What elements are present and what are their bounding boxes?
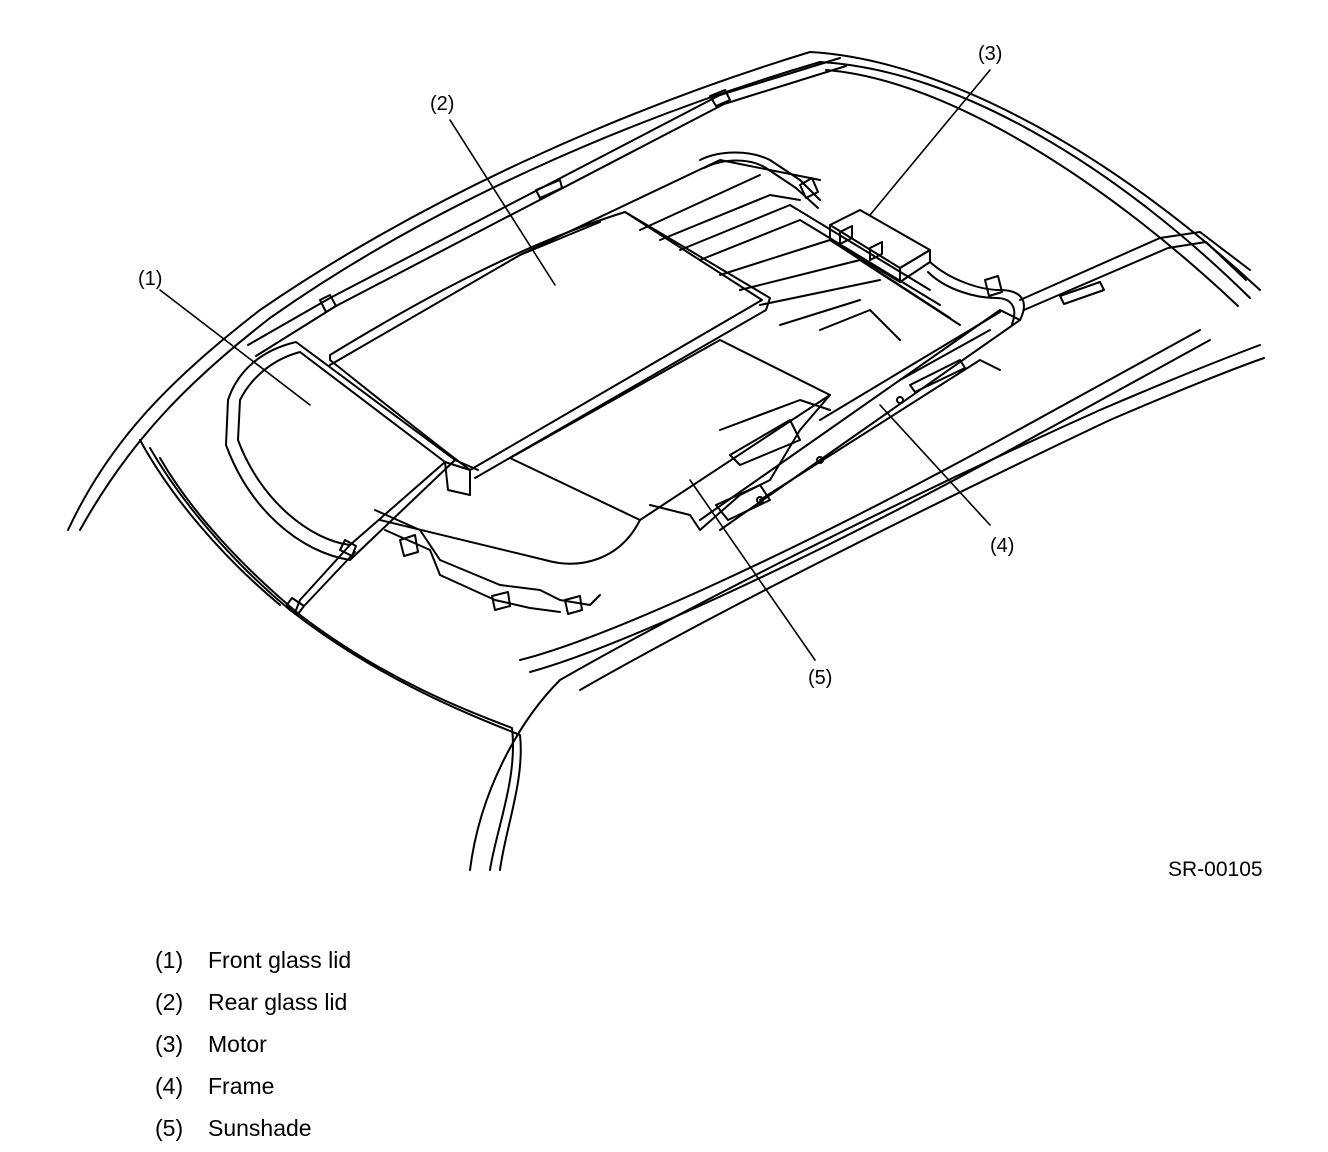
legend-label: Front glass lid <box>208 947 352 973</box>
callout-1: (1) <box>138 268 162 290</box>
sunshade <box>374 339 831 615</box>
legend-number: (5) <box>155 1115 184 1141</box>
legend-label: Motor <box>208 1031 267 1057</box>
motor <box>699 151 1025 325</box>
front-glass-lid <box>225 341 471 615</box>
frame-rail <box>699 309 1021 531</box>
legend-label: Sunshade <box>208 1115 312 1141</box>
legend-label: Frame <box>208 1073 275 1099</box>
parts-legend: (1) Front glass lid (2) Rear glass lid (… <box>155 942 351 1152</box>
rear-glass-lid <box>329 211 771 479</box>
callout-2: (2) <box>430 93 454 115</box>
legend-number: (4) <box>155 1073 184 1099</box>
callout-4: (4) <box>990 535 1014 557</box>
legend-item: (4) Frame <box>155 1068 351 1110</box>
sunroof-diagram: (1) (2) (3) (4) (5) SR-00105 <box>67 43 1265 881</box>
legend-label: Rear glass lid <box>208 989 348 1015</box>
leader-lines <box>159 69 991 661</box>
callout-5: (5) <box>808 667 832 689</box>
legend-number: (3) <box>155 1031 184 1057</box>
legend-item: (5) Sunshade <box>155 1110 351 1152</box>
legend-item: (2) Rear glass lid <box>155 984 351 1026</box>
opening-frame <box>329 159 961 366</box>
legend-item: (1) Front glass lid <box>155 942 351 984</box>
figure-id: SR-00105 <box>1168 858 1263 881</box>
legend-number: (1) <box>155 947 184 973</box>
roof-outline <box>67 51 1265 871</box>
legend-item: (3) Motor <box>155 1026 351 1068</box>
legend-number: (2) <box>155 989 184 1015</box>
callout-3: (3) <box>978 43 1002 65</box>
